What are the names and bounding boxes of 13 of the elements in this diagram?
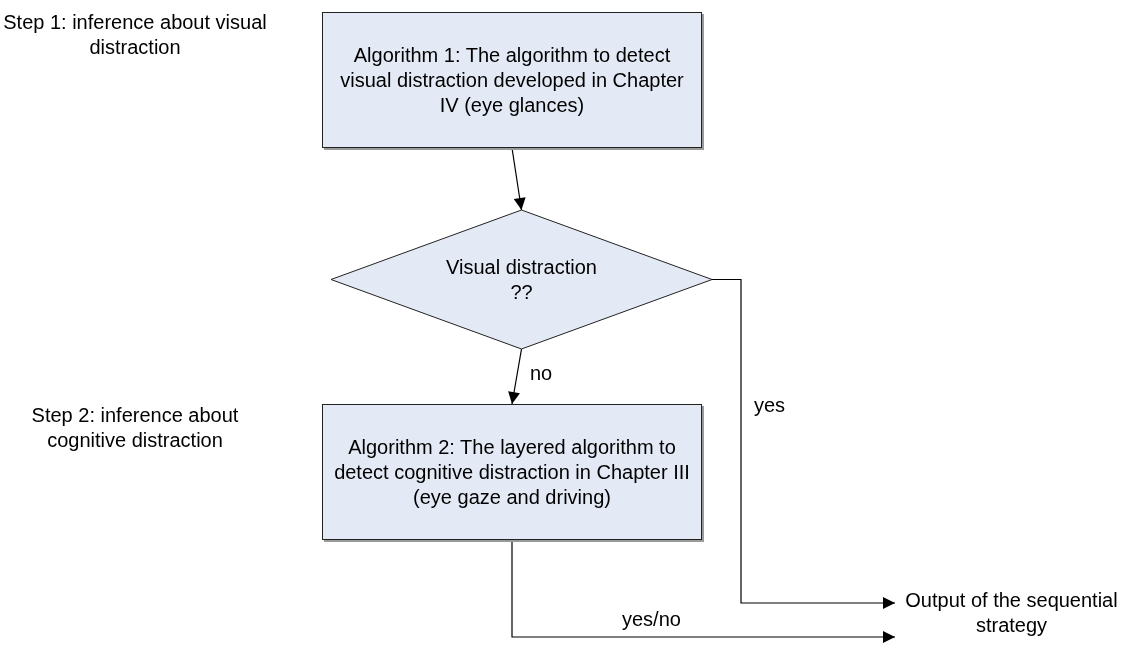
step-label: Step 1: inference about visual distraction xyxy=(2,10,268,60)
process-box xyxy=(322,404,702,540)
output-text: Output of the sequential strategy xyxy=(904,588,1119,638)
decision-text: Visual distraction ?? xyxy=(445,254,598,305)
arrow xyxy=(508,348,523,405)
process-text: Algorithm 2: The layered algorithm to detect cognitive distraction in Chapter III (eye gaze and driving) xyxy=(333,434,691,510)
edge-label: yes/no xyxy=(620,608,683,630)
process-box xyxy=(322,12,702,148)
arrow xyxy=(711,278,896,609)
step-label: Step 2: inference about cognitive distraction xyxy=(30,403,240,453)
arrow xyxy=(511,539,896,643)
process-text: Algorithm 1: The algorithm to detect visual distraction developed in Chapter IV (eye glances) xyxy=(339,42,685,118)
arrow xyxy=(511,147,526,211)
